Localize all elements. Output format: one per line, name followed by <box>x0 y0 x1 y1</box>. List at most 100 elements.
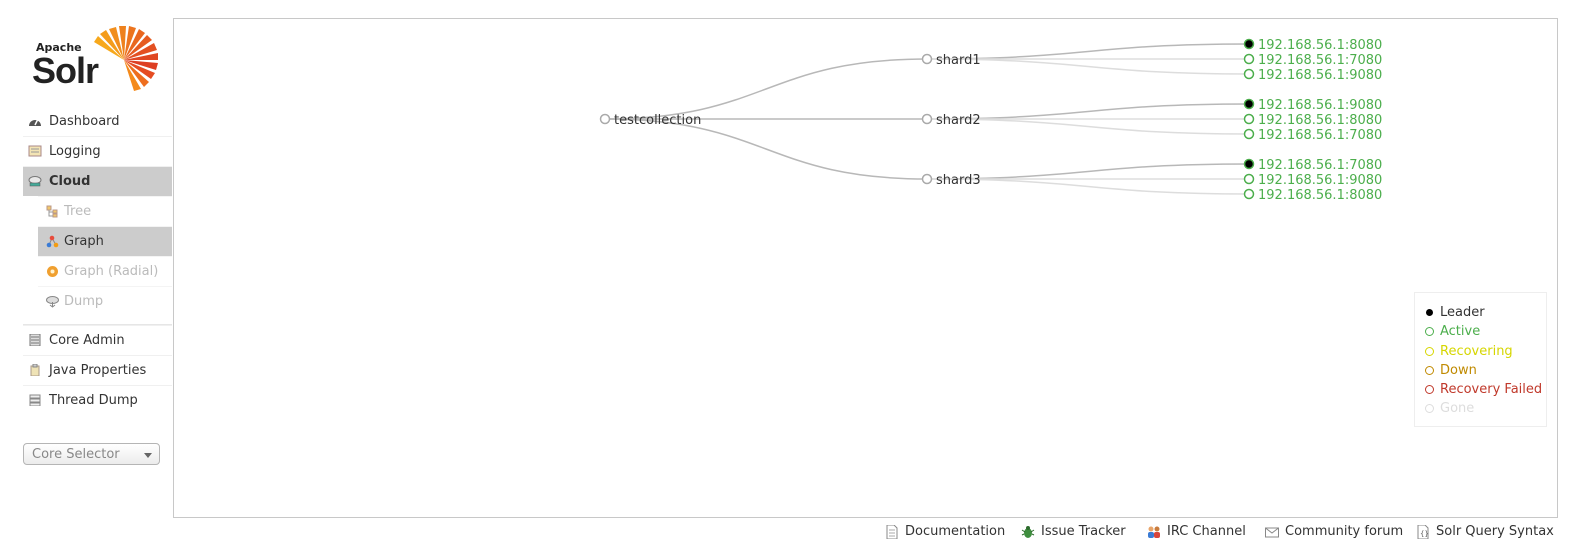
replica-address: 192.168.56.1:8080 <box>1258 113 1382 128</box>
legend-label: Recovery Failed <box>1440 382 1543 398</box>
thread-dump-icon <box>29 394 41 406</box>
shard-node-circle <box>921 53 933 65</box>
shard-node-circle <box>921 173 933 185</box>
replica-node-circle <box>1243 98 1255 110</box>
bug-icon <box>1021 526 1035 538</box>
replica-node-leader[interactable]: 192.168.56.1:8080 <box>1243 38 1383 53</box>
sidebar: Dashboard Logging Cloud Tree Graph <box>23 107 172 415</box>
sidebar-subitem-graph-radial[interactable]: Graph (Radial) <box>38 256 172 286</box>
replica-node-circle <box>1243 128 1255 140</box>
shard-node[interactable]: shard3 <box>921 173 981 188</box>
replica-address: 192.168.56.1:7080 <box>1258 53 1382 68</box>
core-selector-dropdown[interactable]: Core Selector <box>23 443 160 465</box>
sidebar-item-label: Cloud <box>49 174 91 189</box>
footer-link-label: IRC Channel <box>1167 524 1246 539</box>
sidebar-item-label: Logging <box>49 144 101 159</box>
legend-dot <box>1425 365 1434 375</box>
cloud-icon <box>28 176 42 187</box>
replica-address: 192.168.56.1:9080 <box>1258 173 1382 188</box>
sidebar-item-label: Java Properties <box>49 363 147 378</box>
shard-node[interactable]: shard1 <box>921 53 981 68</box>
core-selector-label: Core Selector <box>32 447 120 462</box>
sidebar-item-logging[interactable]: Logging <box>23 136 172 166</box>
replica-node-active[interactable]: 192.168.56.1:9080 <box>1243 173 1383 188</box>
sidebar-item-label: Core Admin <box>49 333 125 348</box>
documentation-icon <box>886 525 898 539</box>
java-properties-icon <box>30 364 40 376</box>
sidebar-item-java-properties[interactable]: Java Properties <box>23 355 172 385</box>
logo-apache-text: Apache <box>36 41 82 54</box>
sidebar-subitem-tree[interactable]: Tree <box>38 196 172 226</box>
replica-address: 192.168.56.1:7080 <box>1258 128 1382 143</box>
tree-icon <box>46 205 58 218</box>
footer-link-label: Issue Tracker <box>1041 524 1126 539</box>
shard-node-circle <box>921 113 933 125</box>
sidebar-item-dashboard[interactable]: Dashboard <box>23 107 172 136</box>
chevron-down-icon <box>144 453 152 458</box>
replica-node-active[interactable]: 192.168.56.1:7080 <box>1243 53 1383 68</box>
replica-address: 192.168.56.1:9080 <box>1258 68 1382 83</box>
sidebar-item-cloud[interactable]: Cloud <box>23 166 172 196</box>
sidebar-subitem-dump[interactable]: Dump <box>38 286 172 316</box>
sidebar-subitem-label: Graph (Radial) <box>64 264 159 279</box>
legend-item-gone: Gone <box>1415 399 1546 418</box>
legend-item-active: Active <box>1415 322 1546 341</box>
replica-node-active[interactable]: 192.168.56.1:8080 <box>1243 113 1383 128</box>
legend-dot <box>1426 309 1433 316</box>
sidebar-item-label: Dashboard <box>49 114 120 129</box>
replica-node-active[interactable]: 192.168.56.1:9080 <box>1243 68 1383 83</box>
sidebar-subitem-label: Dump <box>64 294 104 309</box>
replica-node-active[interactable]: 192.168.56.1:8080 <box>1243 188 1383 203</box>
sidebar-item-thread-dump[interactable]: Thread Dump <box>23 385 172 415</box>
core-admin-icon <box>29 334 41 346</box>
dashboard-icon <box>29 118 41 126</box>
replica-node-circle <box>1243 68 1255 80</box>
replica-node-circle <box>1243 38 1255 50</box>
legend-label: Down <box>1440 362 1477 378</box>
collection-name: testcollection <box>614 113 701 128</box>
sidebar-subitem-label: Tree <box>64 204 92 219</box>
replica-address: 192.168.56.1:8080 <box>1258 38 1382 53</box>
legend-label: Recovering <box>1440 343 1513 359</box>
solr-logo[interactable]: Apache Solr <box>30 26 160 92</box>
sidebar-subitem-label: Graph <box>64 234 104 249</box>
sidebar-subitem-graph[interactable]: Graph <box>38 226 172 256</box>
sidebar-item-label: Thread Dump <box>49 393 138 408</box>
collection-shard-link <box>604 118 928 180</box>
replica-node-circle <box>1243 188 1255 200</box>
replica-node-leader[interactable]: 192.168.56.1:7080 <box>1243 158 1383 173</box>
shard-node[interactable]: shard2 <box>921 113 981 128</box>
sidebar-divider <box>23 316 172 325</box>
shard-replica-link <box>926 58 1250 75</box>
logo-solr-text: Solr <box>32 50 99 91</box>
graph-icon <box>46 235 59 248</box>
footer-link-label: Solr Query Syntax <box>1436 524 1554 539</box>
solr-sun-icon <box>94 26 158 91</box>
replica-node-active[interactable]: 192.168.56.1:7080 <box>1243 128 1383 143</box>
legend-dot <box>1425 404 1434 414</box>
collection-node[interactable]: testcollection <box>599 113 702 128</box>
legend-label: Gone <box>1440 401 1475 417</box>
graph-radial-icon <box>47 266 58 277</box>
legend-label: Leader <box>1440 305 1485 320</box>
replica-node-leader[interactable]: 192.168.56.1:9080 <box>1243 98 1383 113</box>
replica-address: 192.168.56.1:7080 <box>1258 158 1382 173</box>
replica-address: 192.168.56.1:8080 <box>1258 188 1382 203</box>
replica-node-circle <box>1243 158 1255 170</box>
legend-label: Active <box>1440 324 1481 340</box>
shard-name: shard3 <box>936 173 981 188</box>
legend-item-recovering: Recovering <box>1415 342 1546 361</box>
cloud-graph: testcollectionshard1192.168.56.1:8080192… <box>599 38 1383 203</box>
sidebar-item-core-admin[interactable]: Core Admin <box>23 325 172 355</box>
mail-icon <box>1265 527 1279 538</box>
legend-item-leader: Leader <box>1415 303 1546 322</box>
legend-dot <box>1425 346 1434 356</box>
svg-text:{}: {} <box>1420 530 1429 538</box>
collection-node-circle <box>599 113 611 125</box>
footer-link-label: Documentation <box>905 524 1006 539</box>
replica-node-circle <box>1243 53 1255 65</box>
shard-replica-link <box>926 178 1250 195</box>
footer-link-label: Community forum <box>1285 524 1404 539</box>
